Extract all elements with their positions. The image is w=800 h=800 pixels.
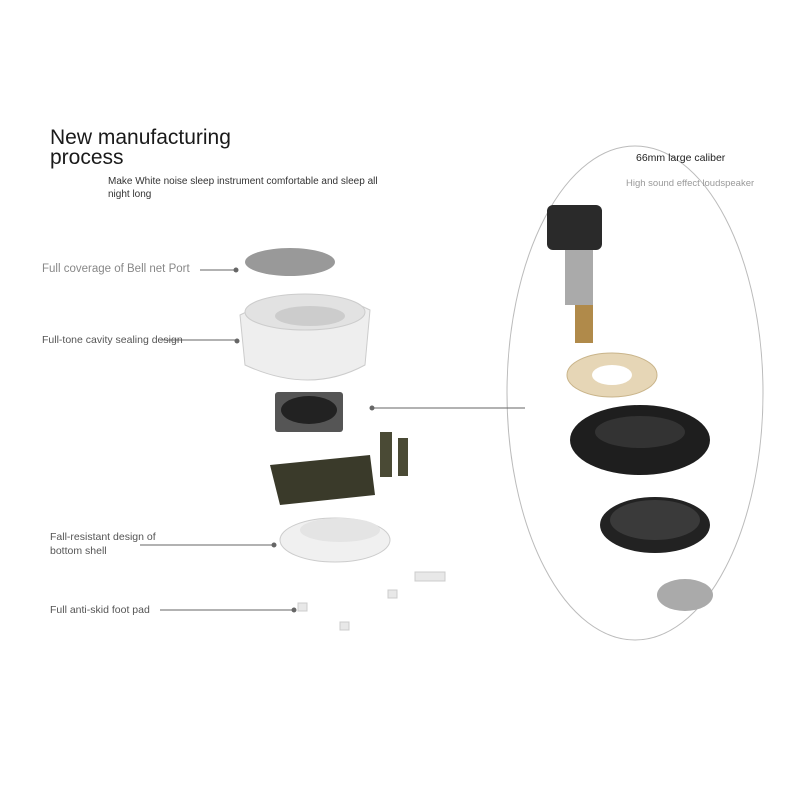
title-line-2: process <box>50 146 124 169</box>
callout-foot-pad: Full anti-skid foot pad <box>50 604 150 616</box>
callout-lines <box>140 267 525 613</box>
speaker-exploded-parts <box>547 205 713 611</box>
speaker-title: 66mm large caliber <box>636 152 726 164</box>
callout-cavity-sealing: Full-tone cavity sealing design <box>42 334 183 346</box>
callout-bottom-shell: Fall-resistant design of bottom shell <box>50 531 156 557</box>
speaker-detail-ellipse <box>506 145 764 641</box>
bell-net-cover <box>245 248 335 276</box>
title-line-1: New manufacturing <box>50 126 231 149</box>
speaker-driver <box>275 392 343 432</box>
circuit-board <box>270 432 408 505</box>
page-subtitle: Make White noise sleep instrument comfor… <box>108 176 378 200</box>
bottom-shell <box>279 517 391 563</box>
cavity-housing <box>239 293 371 381</box>
foot-pads <box>297 571 446 631</box>
speaker-subtitle: High sound effect loudspeaker <box>626 178 755 189</box>
callout-bell-net: Full coverage of Bell net Port <box>42 263 190 275</box>
